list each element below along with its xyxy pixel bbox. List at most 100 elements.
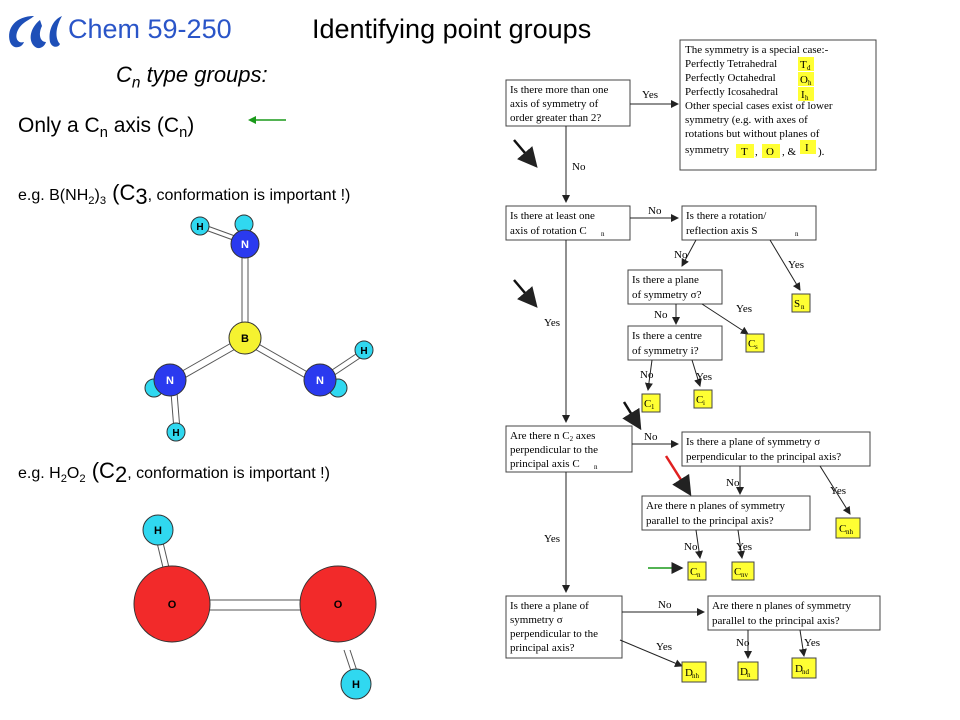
section-subtitle: Cn type groups: [116, 62, 268, 92]
svg-text:N: N [166, 375, 174, 387]
svg-text:T: T [800, 59, 807, 71]
q-n-c2-axes [505, 425, 633, 473]
green-arrow-left [248, 116, 286, 124]
svg-text:perpendicular to the principal: perpendicular to the principal axis? [686, 451, 841, 463]
svg-text:D: D [685, 667, 693, 679]
special-case-box: The symmetry is a special case:- Perfect… [679, 39, 877, 171]
svg-text:n: n [601, 230, 605, 238]
svg-text:I: I [801, 89, 805, 101]
q-n-planes-parallel-1 [641, 495, 811, 531]
svg-text:principal axis C: principal axis C [510, 458, 580, 470]
q-plane-perp-principal-2 [505, 595, 623, 659]
svg-text:No: No [658, 599, 672, 611]
point-group-flowchart: The symmetry is a special case:- Perfect… [505, 39, 881, 683]
q-rotation-axis [505, 205, 631, 241]
svg-text:nh: nh [692, 672, 700, 680]
svg-text:No: No [648, 205, 662, 217]
svg-text:H: H [360, 346, 367, 357]
svg-text:principal axis?: principal axis? [510, 642, 575, 654]
only-cn-axis-text: Only a Cn axis (Cn) [18, 114, 195, 142]
svg-text:O: O [766, 146, 774, 158]
svg-text:Yes: Yes [696, 371, 712, 383]
svg-text:Yes: Yes [656, 641, 672, 653]
svg-text:Other special cases exist of l: Other special cases exist of lower [685, 100, 833, 112]
svg-text:order greater than 2?: order greater than 2? [510, 112, 601, 124]
svg-text:N: N [241, 239, 249, 251]
svg-text:C: C [690, 566, 697, 578]
h-atom [142, 514, 174, 546]
h-atom [340, 668, 372, 700]
svg-text:axis of rotation C: axis of rotation C [510, 225, 587, 237]
svg-text:Yes: Yes [544, 317, 560, 329]
h-atom [166, 422, 186, 442]
result-cs [745, 333, 765, 353]
result-dnd [791, 657, 817, 679]
svg-text:No: No [640, 369, 654, 381]
q-n-planes-parallel-2 [707, 595, 881, 631]
n-atom [230, 229, 260, 259]
svg-text:nv: nv [741, 571, 749, 579]
svg-text:B: B [241, 333, 249, 345]
svg-text:I: I [805, 142, 809, 154]
svg-text:O: O [800, 74, 808, 86]
h-atom [354, 340, 374, 360]
svg-text:nd: nd [802, 668, 810, 676]
result-dn [737, 661, 759, 681]
svg-text:D: D [740, 666, 748, 678]
svg-text:parallel to the principal axis: parallel to the principal axis? [646, 515, 774, 527]
svg-text:s: s [755, 343, 758, 351]
q-more-than-one-axis [505, 79, 631, 127]
svg-text:of symmetry i?: of symmetry i? [632, 345, 699, 357]
svg-text:Yes: Yes [736, 541, 752, 553]
svg-text:Perfectly Tetrahedral: Perfectly Tetrahedral [685, 58, 777, 70]
svg-text:C: C [734, 566, 741, 578]
svg-text:Perfectly Icosahedral: Perfectly Icosahedral [685, 86, 778, 98]
svg-text:No: No [736, 637, 750, 649]
svg-text:1: 1 [651, 403, 655, 411]
h-atom [190, 216, 210, 236]
black-pointer-arrow [513, 279, 538, 308]
svg-text:parallel to the principal axis: parallel to the principal axis? [712, 615, 840, 627]
result-dnh [681, 661, 707, 683]
svg-text:Yes: Yes [804, 637, 820, 649]
o-atom [133, 565, 211, 643]
svg-text:h: h [805, 94, 809, 102]
svg-text:Perfectly Octahedral: Perfectly Octahedral [685, 72, 776, 84]
result-sn [791, 293, 811, 313]
svg-text:n: n [795, 230, 799, 238]
svg-text:Is there a centre: Is there a centre [632, 330, 702, 342]
red-pointer-arrow [664, 455, 692, 497]
svg-text:The symmetry is a special case: The symmetry is a special case:- [685, 44, 829, 56]
result-cnh [835, 517, 861, 539]
result-ci [693, 389, 713, 409]
svg-text:rotations but without planes o: rotations but without planes of [685, 128, 820, 140]
q-centre-of-symmetry [627, 325, 723, 361]
svg-text:N: N [316, 375, 324, 387]
black-pointer-arrow [622, 401, 642, 431]
svg-text:n: n [697, 571, 701, 579]
svg-text:symmetry (e.g. with axes of: symmetry (e.g. with axes of [685, 114, 808, 126]
svg-text:D: D [795, 663, 803, 675]
result-cnv [731, 561, 755, 581]
svg-text:Is there a plane of symmetry σ: Is there a plane of symmetry σ [686, 436, 820, 448]
svg-text:symmetry σ: symmetry σ [510, 614, 563, 626]
svg-text:, &: , & [782, 146, 797, 158]
svg-text:axis of symmetry of: axis of symmetry of [510, 98, 599, 110]
svg-text:symmetry: symmetry [685, 144, 729, 156]
svg-text:Is there at least one: Is there at least one [510, 210, 595, 222]
svg-text:n: n [801, 303, 805, 311]
svg-text:No: No [674, 249, 688, 261]
svg-text:i: i [703, 399, 705, 407]
result-c1 [641, 393, 661, 413]
black-pointer-arrow [513, 139, 538, 168]
svg-text:d: d [807, 64, 811, 72]
university-logo [9, 16, 62, 49]
svg-text:H: H [154, 525, 162, 537]
b-atom [228, 321, 262, 355]
svg-text:C: C [644, 398, 651, 410]
result-cn [687, 561, 707, 581]
svg-text:Are there n C2 axes: Are there n C2 axes [510, 430, 595, 443]
svg-text:H: H [352, 679, 360, 691]
svg-text:C: C [748, 338, 755, 350]
svg-text:C: C [696, 394, 703, 406]
